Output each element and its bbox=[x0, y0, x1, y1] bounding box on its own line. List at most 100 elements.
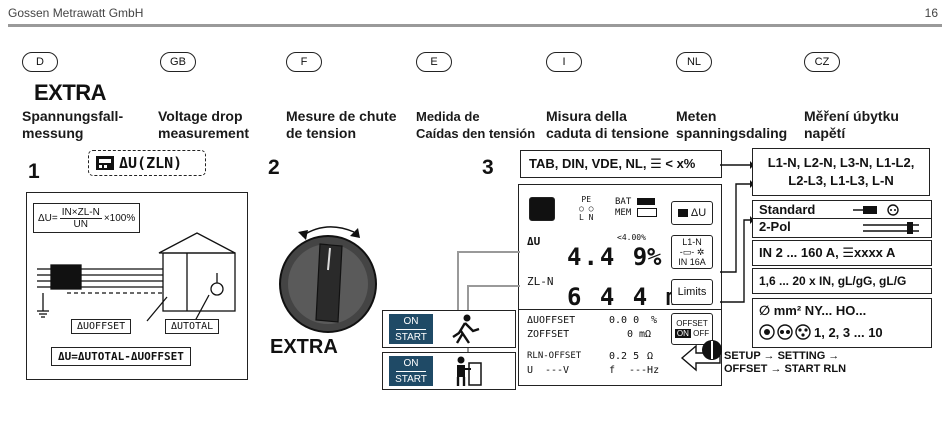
lang-badge-fr: F bbox=[286, 52, 322, 72]
running-person-icon bbox=[452, 314, 480, 344]
frequency-value: ---Hz bbox=[629, 365, 660, 376]
lang-badge-it: I bbox=[546, 52, 582, 72]
page-number: 16 bbox=[924, 6, 938, 20]
current-range-box: IN 2 ... 160 A, ☰xxxx A bbox=[752, 240, 932, 266]
connection-mode-box: Standard 2-Pol bbox=[752, 200, 932, 238]
setup-instructions: SETUP → SETTING → OFFSET → START RLN bbox=[724, 350, 846, 376]
rotary-knob-icon bbox=[702, 340, 722, 360]
network-softkey[interactable]: L1-N-▭- ✲IN 16A bbox=[671, 235, 713, 269]
total-label: ΔUTOTAL bbox=[165, 319, 220, 334]
formula-box: ΔU= IN×ZL-N UN ×100% bbox=[33, 203, 141, 233]
delta-u-unit: % bbox=[647, 243, 664, 271]
offset-formula: ΔU=ΔUTOTAL-ΔUOFFSET bbox=[51, 347, 191, 366]
delta-u-value: 4.4 9 bbox=[567, 243, 650, 271]
rotary-selector-dial[interactable] bbox=[268, 206, 386, 336]
meter-device-icon bbox=[529, 197, 555, 221]
lang-badge-gb: GB bbox=[160, 52, 196, 72]
rln-offset-unit: Ω bbox=[647, 351, 654, 362]
limits-softkey[interactable]: Limits bbox=[671, 279, 713, 305]
battery-icon bbox=[636, 198, 655, 205]
conductor-count-text: 1, 2, 3 ... 10 bbox=[814, 324, 883, 340]
delta-u-softkey[interactable]: ΔU bbox=[671, 201, 713, 225]
display-divider bbox=[519, 309, 721, 310]
network-types-line-2: L2-L3, L1-L3, L-N bbox=[788, 173, 894, 188]
step-2-number: 2 bbox=[268, 156, 280, 179]
uoffset-value: 0.0 0 bbox=[609, 315, 640, 326]
standards-connector bbox=[720, 161, 754, 169]
voltage-value: ---V bbox=[545, 365, 570, 376]
setup-line-2: OFFSET → START RLN bbox=[724, 363, 847, 375]
instrument-display: PE○ ○L N BAT MEM ΔU ΔU <4.00% 4.4 9 % L1… bbox=[518, 184, 722, 386]
uoffset-unit: % bbox=[651, 315, 658, 326]
lang-badge-es: E bbox=[416, 52, 452, 72]
plug-schuko-icon bbox=[853, 204, 899, 216]
memory-label: MEM bbox=[615, 208, 632, 218]
pe-ln-indicator: PE○ ○L N bbox=[579, 195, 594, 222]
company-name: Gossen Metrawatt GmbH bbox=[8, 6, 144, 20]
step-1-number: 1 bbox=[28, 160, 40, 183]
mode-standard: Standard bbox=[759, 202, 816, 217]
cable-parameters-box: ∅ mm² NY... HO... 1, 2, 3 ... 10 bbox=[752, 298, 932, 348]
principle-diagram: ΔU= IN×ZL-N UN ×100% ΔUOFFSET ΔUTOTAL ΔU… bbox=[26, 192, 248, 380]
delta-u-limit: <4.00% bbox=[617, 233, 646, 242]
zoffset-label: ZOFFSET bbox=[527, 329, 570, 340]
meter-device-icon bbox=[96, 156, 114, 170]
offset-arrow bbox=[680, 344, 721, 372]
standards-box: TAB, DIN, VDE, NL, ☰ < x% bbox=[520, 150, 722, 178]
dial-position-label: EXTRA bbox=[270, 336, 338, 358]
person-at-meter-icon bbox=[456, 356, 482, 386]
offset-softkey[interactable]: OFFSET ON OFF bbox=[671, 313, 713, 345]
formula-denominator: UN bbox=[73, 218, 88, 230]
header-rule bbox=[8, 24, 942, 27]
conductor-icons bbox=[759, 324, 811, 340]
formula-suffix: ×100% bbox=[103, 212, 136, 224]
conductor-selection: 1, 2, 3 ... 10 bbox=[759, 323, 883, 341]
zln-label: ZL-N bbox=[527, 275, 554, 288]
zoffset-value: 0 mΩ bbox=[627, 329, 652, 340]
cable-type-text: ∅ mm² NY... HO... bbox=[759, 303, 867, 318]
meter-device-icon bbox=[677, 209, 688, 217]
page-title: EXTRA bbox=[34, 80, 107, 105]
memory-icon bbox=[636, 208, 657, 217]
network-types-box: L1-N, L2-N, L3-N, L1-L2, L2-L3, L1-L3, L… bbox=[752, 148, 930, 196]
two-pole-probe-icon bbox=[863, 222, 919, 234]
formula-prefix: ΔU= bbox=[38, 212, 58, 224]
standards-text: TAB, DIN, VDE, NL, ☰ < x% bbox=[529, 156, 696, 171]
delta-u-label: ΔU bbox=[527, 235, 541, 248]
description-de: Spannungsfall-messung bbox=[22, 108, 124, 141]
offset-on-state: ON bbox=[674, 329, 691, 338]
rln-offset-label: RLN-OFFSET bbox=[527, 351, 582, 361]
offset-off-state: OFF bbox=[693, 329, 710, 338]
network-types-line-1: L1-N, L2-N, L3-N, L1-L2, bbox=[767, 155, 915, 170]
battery-memory-status: BAT MEM bbox=[615, 197, 657, 219]
mode-two-pole: 2-Pol bbox=[759, 219, 791, 234]
current-range-text: IN 2 ... 160 A, ☰xxxx A bbox=[759, 245, 896, 260]
rln-offset-value: 0.2 5 bbox=[609, 351, 640, 362]
mode-indicator: ΔU(ZLN) bbox=[88, 150, 206, 176]
formula-numerator: IN×ZL-N bbox=[59, 206, 102, 219]
frequency-label: f bbox=[609, 365, 616, 376]
panel-connector bbox=[720, 180, 754, 303]
tripping-factor-box: 1,6 ... 20 x IN, gL/gG, gL/G bbox=[752, 268, 932, 294]
mode-label: ΔU(ZLN) bbox=[119, 154, 183, 172]
lang-badge-nl: NL bbox=[676, 52, 712, 72]
offset-label: ΔUOFFSET bbox=[71, 319, 132, 334]
voltage-label: U bbox=[527, 365, 534, 376]
uoffset-label: ΔUOFFSET bbox=[527, 315, 576, 326]
step-3-number: 3 bbox=[482, 156, 494, 179]
lang-badge-de: D bbox=[22, 52, 58, 72]
setup-line-1: SETUP → SETTING → bbox=[724, 350, 840, 362]
tripping-factor-text: 1,6 ... 20 x IN, gL/gG, gL/G bbox=[759, 274, 907, 288]
wiring-drawing bbox=[37, 232, 236, 322]
battery-label: BAT bbox=[615, 197, 632, 207]
